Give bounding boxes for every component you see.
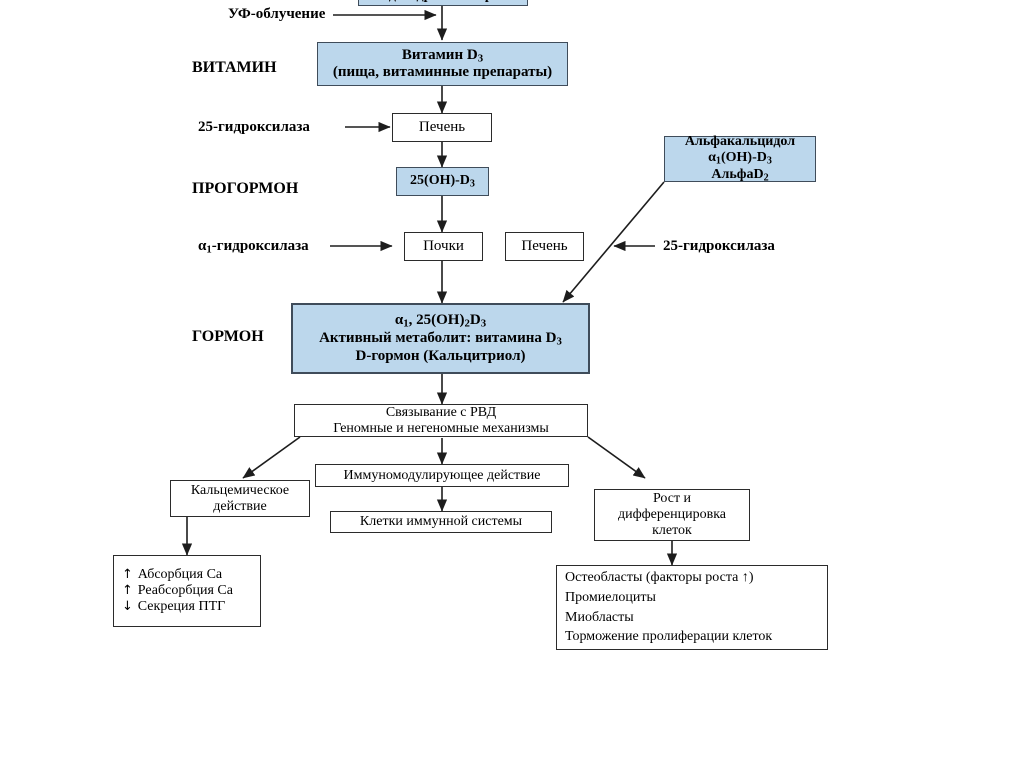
node-vitamin-d3[interactable]: Витамин D3 (пища, витаминные препараты) <box>317 42 568 86</box>
node-calcitriol[interactable]: α1, 25(OH)2D3 Активный метаболит: витами… <box>291 303 590 374</box>
node-immune-cells-label: Клетки иммунной системы <box>359 514 523 530</box>
node-calcitriol-line2: Активный метаболит: витамина D3 <box>319 330 562 348</box>
calcium-effect-row: ↑ Абсорбция Са <box>122 567 256 583</box>
calcium-effect-row: ↓ Секреция ПТГ <box>122 599 256 615</box>
arrow-up-icon: ↑ <box>122 583 133 599</box>
node-vdr-binding-line2: Геномные и негеномные механизмы <box>333 420 549 436</box>
calcium-effect-row: ↑ Реабсорбция Са <box>122 583 256 599</box>
node-vitamin-d3-line2: (пища, витаминные препараты) <box>332 64 553 81</box>
node-dehydrocholesterol[interactable]: 7-дегидрохолестерин <box>358 0 528 6</box>
node-immune-cells[interactable]: Клетки иммунной системы <box>330 511 552 533</box>
side-label-uv-radiation: УФ-облучение <box>228 6 326 22</box>
arrow-up-icon: ↑ <box>122 567 133 583</box>
calcium-effect-label: Абсорбция Са <box>137 567 223 583</box>
node-growth-differentiation-line2: дифференцировка <box>618 507 726 523</box>
stage-label-vitamin: ВИТАМИН <box>192 59 277 76</box>
node-calcitriol-line1: α1, 25(OH)2D3 <box>394 312 487 331</box>
node-kidney[interactable]: Почки <box>404 232 483 261</box>
stage-label-hormone: ГОРМОН <box>192 328 264 345</box>
node-alfacalcidol-line3: АльфаD2 <box>711 166 769 184</box>
calcium-effect-label: Секреция ПТГ <box>137 598 226 614</box>
node-growth-differentiation[interactable]: Рост и дифференцировка клеток <box>594 489 750 541</box>
calcium-effect-label: Реабсорбция Са <box>137 583 233 599</box>
node-calcium-effects[interactable]: ↑ Абсорбция Са ↑ Реабсорбция Са ↓ Секрец… <box>113 555 261 627</box>
side-label-hydroxylase-25-right: 25-гидроксилаза <box>663 238 775 254</box>
node-liver-1-label: Печень <box>418 119 466 136</box>
node-alfacalcidol-line1: Альфакальцидол <box>684 134 796 150</box>
node-dehydrocholesterol-label: 7-дегидрохолестерин <box>359 0 527 5</box>
node-growth-differentiation-line1: Рост и <box>652 491 692 507</box>
node-liver-2-label: Печень <box>521 238 568 255</box>
side-label-hydroxylase-25-left: 25-гидроксилаза <box>198 119 310 135</box>
node-25-oh-d3-label: 25(OH)-D3 <box>410 173 475 190</box>
side-label-hydroxylase-alpha1: α1-гидроксилаза <box>198 238 309 256</box>
node-growth-effects[interactable]: Остеобласты (факторы роста ↑) Промиелоци… <box>556 565 828 650</box>
node-alfacalcidol[interactable]: Альфакальцидол α1(OH)-D3 АльфаD2 <box>664 134 816 184</box>
node-immunomodulating[interactable]: Иммуномодулирующее действие <box>315 464 569 487</box>
node-liver-1[interactable]: Печень <box>392 113 492 142</box>
arrow-down-icon: ↓ <box>122 598 133 614</box>
node-calcemic-action[interactable]: Кальцемическое действие <box>170 480 310 517</box>
node-calcemic-action-line2: действие <box>213 498 267 514</box>
growth-effect-row: Промиелоциты <box>565 589 656 605</box>
node-growth-differentiation-line3: клеток <box>652 522 692 538</box>
stage-label-prohormone: ПРОГОРМОН <box>192 180 299 197</box>
node-immunomodulating-label: Иммуномодулирующее действие <box>343 467 541 483</box>
node-liver-2[interactable]: Печень <box>505 232 584 261</box>
node-vdr-binding-line1: Связывание с РВД <box>385 404 497 420</box>
node-calcemic-action-line1: Кальцемическое <box>190 482 290 498</box>
growth-effect-row: Миобласты <box>565 609 634 625</box>
node-kidney-label: Почки <box>423 238 464 255</box>
node-vitamin-d3-line1: Витамин D3 <box>401 46 484 65</box>
node-25-oh-d3[interactable]: 25(OH)-D3 <box>396 167 489 196</box>
node-vdr-binding[interactable]: Связывание с РВД Геномные и негеномные м… <box>294 404 588 437</box>
node-alfacalcidol-line2: α1(OH)-D3 <box>708 150 772 167</box>
node-calcitriol-line3: D-гормон (Кальцитриол) <box>355 347 526 364</box>
growth-effect-row: Остеобласты (факторы роста ↑) <box>565 569 754 585</box>
growth-effect-row: Торможение пролиферации клеток <box>565 629 773 645</box>
